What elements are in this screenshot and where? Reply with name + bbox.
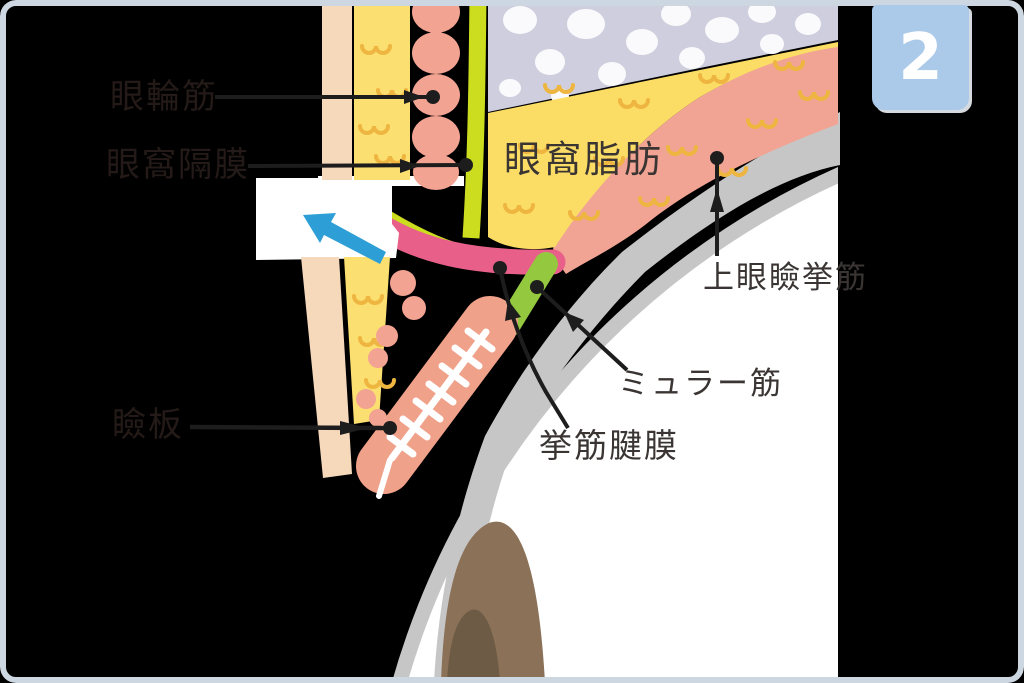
label-aponeurosis: 挙筋腱膜 (539, 426, 679, 465)
subcutaneous-fat-lower (344, 257, 396, 424)
orbicularis-muscle-layer (412, 0, 460, 190)
leader-lines (189, 90, 724, 435)
label-orbicularis: 眼輪筋 (110, 77, 218, 117)
orbital-septum-shape (462, 0, 487, 239)
orbital-fat-region (488, 42, 838, 250)
orbital-bone-region (488, 0, 838, 112)
label-mueller: ミュラー筋 (618, 366, 783, 402)
posterior-lamella-band (434, 112, 840, 683)
label-orbital-septum: 眼窩隔膜 (106, 145, 250, 185)
meibomian-gland-pattern (376, 327, 496, 499)
step-number-badge: 2 (872, 5, 969, 110)
levator-muscle-shape (553, 44, 838, 274)
orbicularis-lower-bits (356, 270, 426, 427)
panel-white-strip (318, 176, 464, 186)
lift-direction-arrow (303, 213, 386, 264)
label-tarsus: 瞼板 (112, 405, 184, 445)
tarsus-shape (356, 296, 518, 499)
skin-layer-lower (301, 257, 352, 478)
step-number: 2 (898, 20, 943, 95)
pupil-shape (447, 609, 500, 683)
label-orbital-fat: 眼窩脂肪 (504, 138, 664, 181)
skin-layer (322, 0, 352, 180)
label-levator: 上眼瞼挙筋 (703, 260, 868, 296)
subcutaneous-fat-layer (354, 0, 410, 180)
